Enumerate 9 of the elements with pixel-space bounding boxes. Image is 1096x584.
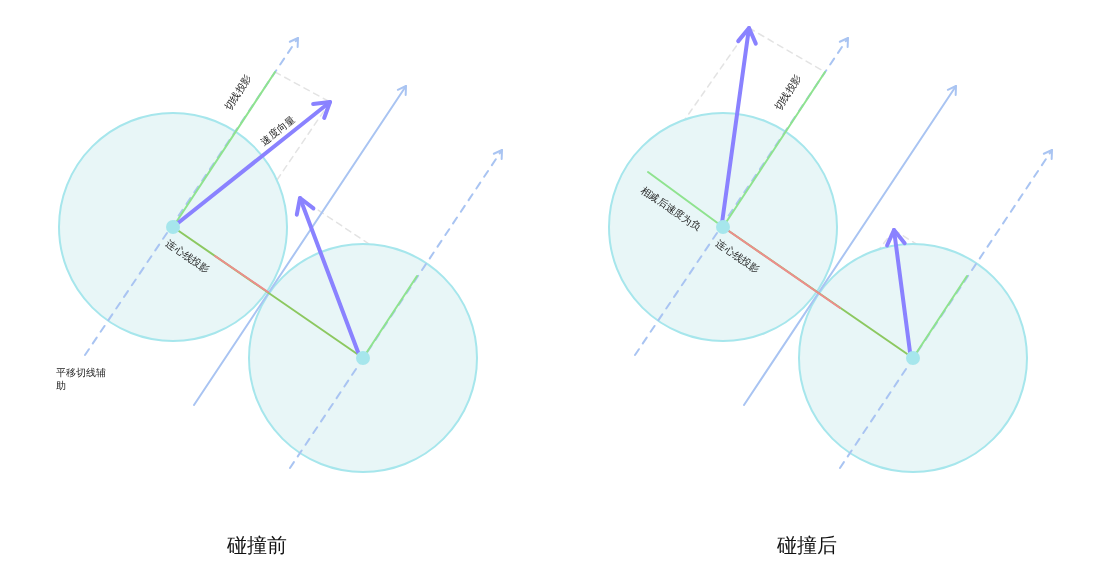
panel-caption: 碰撞后: [777, 531, 837, 559]
line-label: 连心线投影: [163, 236, 213, 276]
note-label: 平移切线辅助: [56, 366, 107, 392]
line-label: 连心线投影: [713, 236, 763, 276]
line-label: 速度向量: [258, 112, 298, 148]
line-label: 切线投影: [771, 71, 805, 113]
panel-caption: 碰撞前: [227, 531, 287, 559]
line-label: 相减后速度为负: [638, 183, 704, 233]
line-label: 切线投影: [221, 71, 255, 113]
